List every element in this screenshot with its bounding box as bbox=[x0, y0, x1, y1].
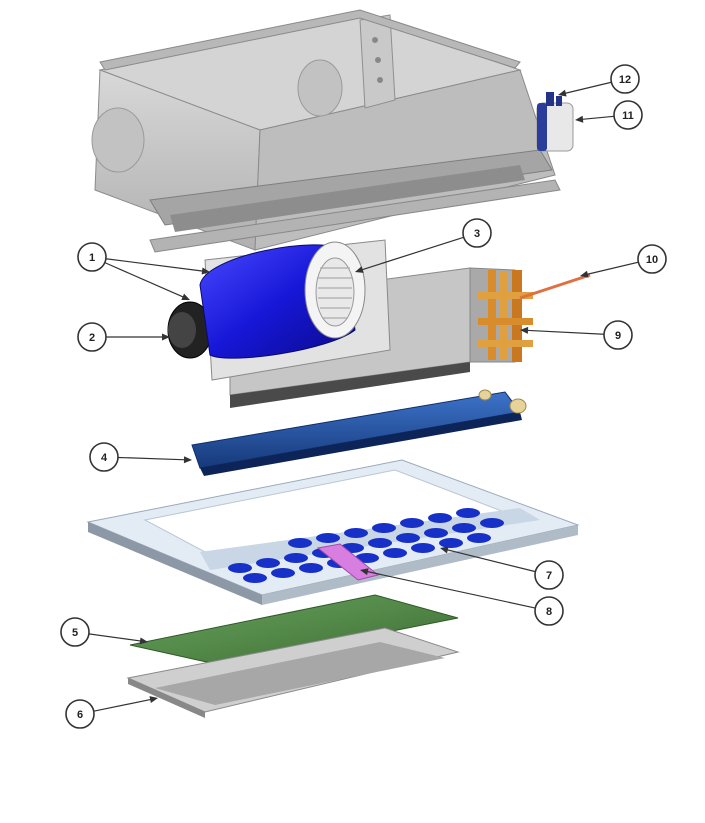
callout-9: 9 bbox=[603, 320, 633, 350]
valve-actuator bbox=[536, 92, 574, 152]
callout-label-3: 3 bbox=[474, 228, 480, 240]
return-grille bbox=[86, 459, 580, 605]
leader-line-5 bbox=[88, 633, 143, 642]
leader-line-12 bbox=[563, 81, 612, 95]
arrowhead-8 bbox=[360, 568, 369, 576]
callout-ring-8 bbox=[534, 596, 564, 626]
callout-ring-4 bbox=[89, 442, 119, 472]
callout-8: 8 bbox=[534, 596, 564, 626]
callout-ring-6 bbox=[65, 699, 95, 729]
callout-ring-12 bbox=[610, 64, 640, 94]
callout-ring-5 bbox=[60, 617, 90, 647]
callout-label-8: 8 bbox=[546, 606, 552, 618]
callout-label-4: 4 bbox=[101, 452, 108, 464]
callout-ring-9 bbox=[603, 320, 633, 350]
callout-label-5: 5 bbox=[72, 627, 78, 639]
leader-line-9 bbox=[525, 329, 605, 335]
callout-7: 7 bbox=[534, 560, 564, 590]
callout-label-2: 2 bbox=[89, 332, 95, 344]
callout-4: 4 bbox=[89, 442, 119, 472]
arrowhead-12 bbox=[558, 89, 567, 97]
arrowhead-6 bbox=[149, 696, 158, 704]
leader-line-3 bbox=[360, 236, 464, 271]
callout-12: 12 bbox=[610, 64, 640, 94]
air-filter bbox=[129, 594, 459, 666]
leader-line-7 bbox=[445, 548, 536, 573]
arrowhead-1 bbox=[201, 267, 210, 275]
arrowhead-3 bbox=[355, 266, 364, 273]
arrowhead-7 bbox=[440, 546, 449, 554]
callout-1: 1 bbox=[77, 242, 107, 272]
callout-ring-2 bbox=[77, 322, 107, 352]
callout-6: 6 bbox=[65, 699, 95, 729]
callout-5: 5 bbox=[60, 617, 90, 647]
callout-label-12: 12 bbox=[619, 74, 631, 86]
callout-label-7: 7 bbox=[546, 570, 552, 582]
drain-tray bbox=[191, 389, 527, 476]
leader-line-4 bbox=[117, 456, 187, 461]
arrowhead-1 bbox=[181, 293, 190, 300]
callout-ring-10 bbox=[637, 244, 667, 274]
arrowhead-2 bbox=[162, 333, 170, 341]
leader-lines bbox=[88, 81, 639, 712]
leader-line-10 bbox=[585, 261, 639, 276]
callout-ring-3 bbox=[462, 218, 492, 248]
callout-11: 11 bbox=[613, 100, 643, 130]
callout-label-1: 1 bbox=[89, 252, 95, 264]
callout-2: 2 bbox=[77, 322, 107, 352]
copper-pipes bbox=[478, 270, 533, 362]
arrowhead-11 bbox=[575, 115, 584, 123]
arrowhead-5 bbox=[139, 637, 148, 645]
leader-line-8 bbox=[365, 570, 536, 609]
callout-ring-11 bbox=[613, 100, 643, 130]
callout-3: 3 bbox=[462, 218, 492, 248]
blower-assembly bbox=[167, 239, 391, 381]
callout-label-11: 11 bbox=[622, 110, 634, 122]
callout-label-9: 9 bbox=[615, 330, 621, 342]
leader-line-1 bbox=[105, 258, 205, 272]
leader-line-11 bbox=[580, 115, 615, 121]
cabinet-housing bbox=[91, 9, 561, 253]
cover-plate bbox=[126, 627, 460, 718]
leader-line-1 bbox=[104, 262, 185, 299]
callout-10: 10 bbox=[637, 244, 667, 274]
callout-label-6: 6 bbox=[77, 709, 83, 721]
arrowhead-10 bbox=[580, 270, 589, 278]
leader-line-6 bbox=[93, 698, 153, 712]
arrowhead-9 bbox=[520, 326, 529, 334]
callout-ring-7 bbox=[534, 560, 564, 590]
callout-label-10: 10 bbox=[646, 254, 658, 266]
callout-ring-1 bbox=[77, 242, 107, 272]
arrowhead-4 bbox=[183, 456, 192, 464]
